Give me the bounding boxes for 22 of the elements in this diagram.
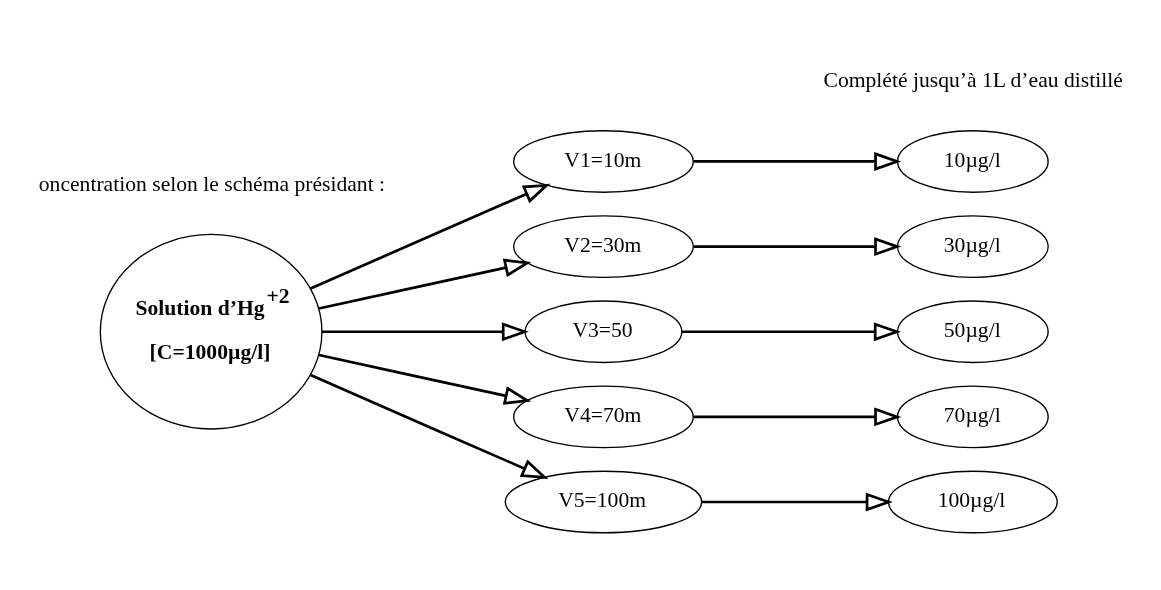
node-ellipse: 50µg/l	[896, 300, 1049, 364]
node-ellipse: V5=100m	[504, 470, 703, 534]
arrow	[693, 407, 902, 427]
node-ellipse: V1=10m	[513, 130, 694, 193]
arrow	[322, 322, 529, 342]
node-ellipse: V2=30m	[513, 215, 694, 279]
arrow	[318, 353, 532, 405]
label: oncentration selon le schéma présidant :	[38, 171, 386, 196]
arrow	[693, 152, 902, 171]
node-ellipse: 100µg/l	[887, 470, 1058, 534]
node-ellipse: V3=50	[524, 300, 683, 364]
arrow	[310, 373, 549, 479]
arrow	[310, 183, 551, 290]
arrow	[318, 258, 532, 310]
node-ellipse: 30µg/l	[896, 215, 1049, 279]
arrow	[702, 492, 893, 512]
arrow	[682, 322, 901, 342]
label: Complété jusqu’à 1L d’eau distillé	[823, 67, 1123, 92]
node-ellipse: 70µg/l	[896, 385, 1049, 449]
node-ellipse: 10µg/l	[896, 130, 1049, 193]
node-ellipse: V4=70m	[513, 385, 694, 449]
arrow	[693, 237, 902, 257]
